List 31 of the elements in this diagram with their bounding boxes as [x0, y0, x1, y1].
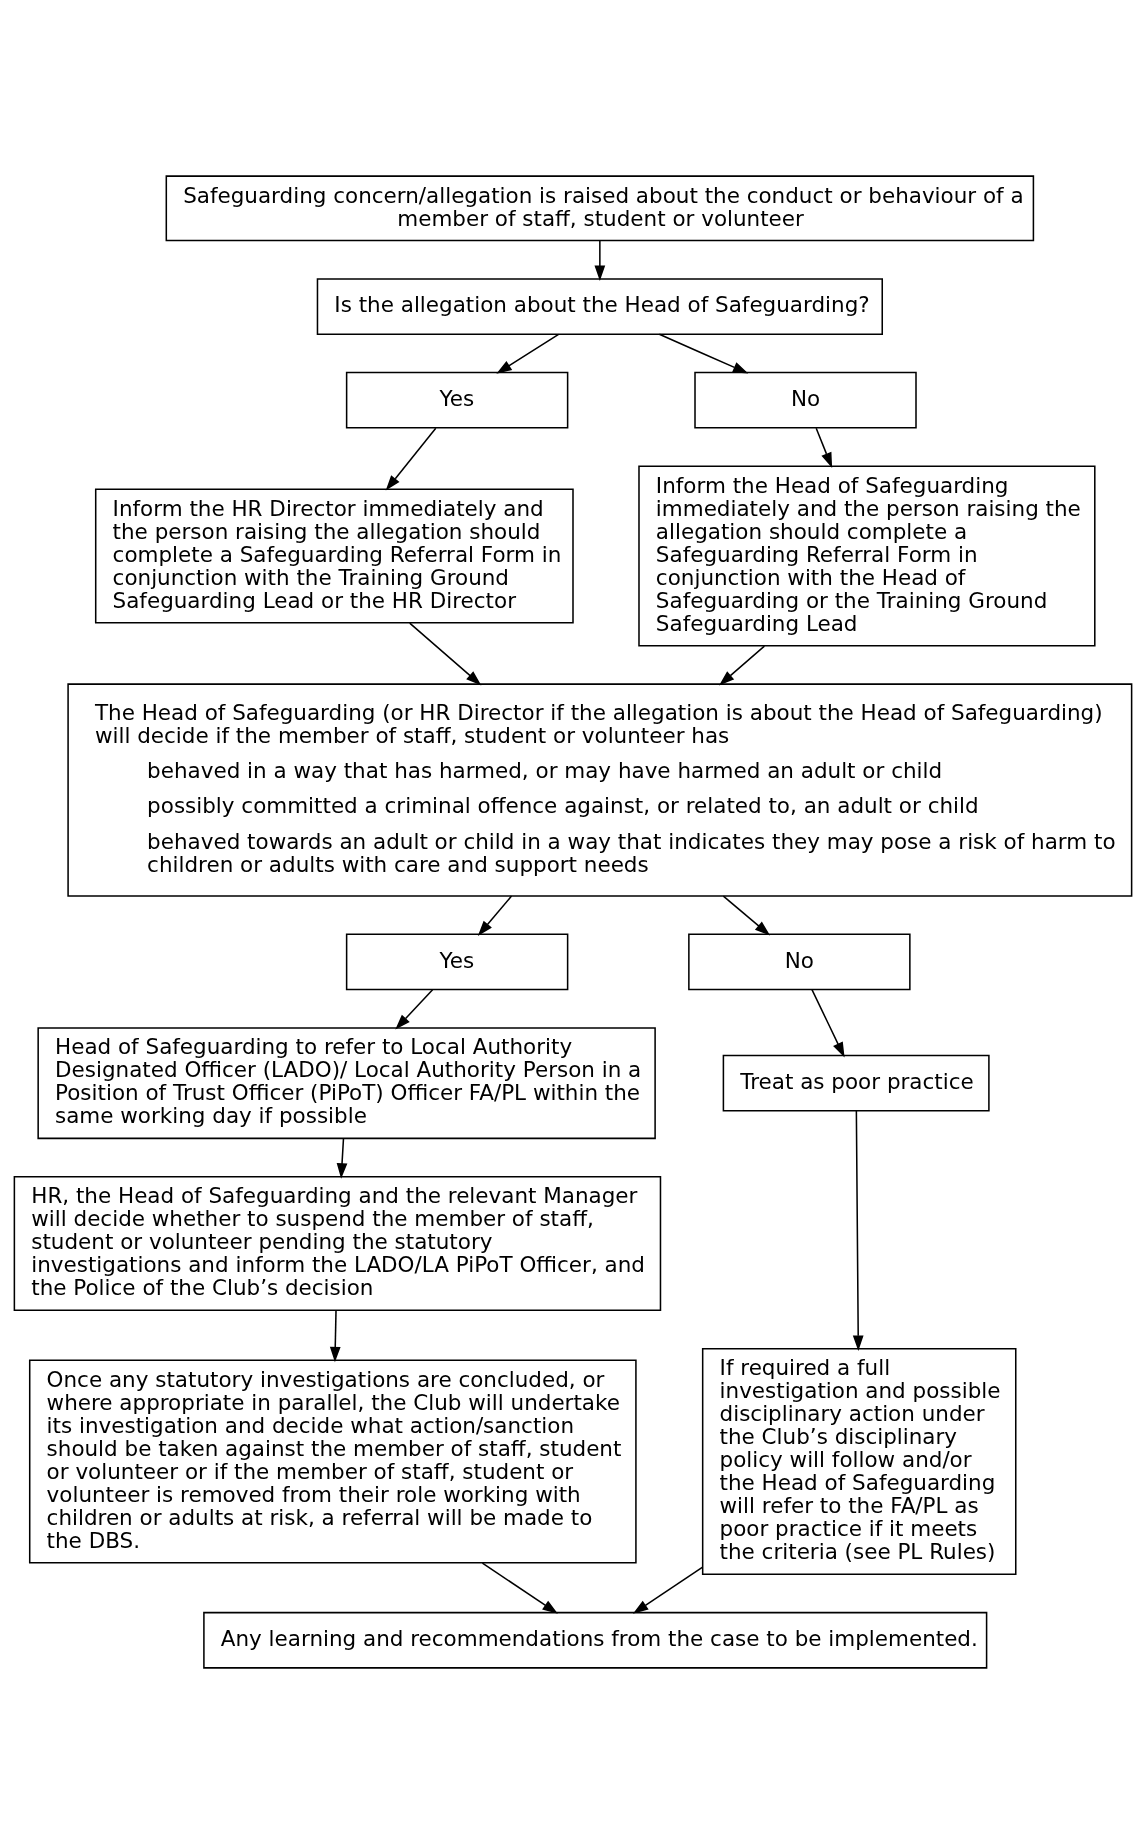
node-box: Once any statutory investigations are concluded, or where appropriate in parallel, the Club will undertake its investigation and decide what action/sanction should be taken against the member of staff, student or volunteer or if the member of staff, student or volunteer is removed from their role working with children or adults at risk, a referral will be made to the DBS. — [28, 1358, 637, 1563]
node-box: The Head of Safeguarding (or HR Director if the allegation is about the Head of Safeguarding) will decide if the member of staff, student or volunteer has behaved in a way that has harmed, or may have harmed an adult or child possibly committed a criminal offence against, or related to, an adult or child behaved towards an adult or child in a way that indicates they may pose a risk of harm to children or adults with care and support needs — [67, 682, 1133, 897]
node-box: Safeguarding concern/allegation is raised about the conduct or behaviour of a member of staff, student or volunteer — [165, 174, 1035, 241]
node-box: Inform the HR Director immediately and the person raising the allegation should complete a Safeguarding Referral Form in conjunction with the Training Ground Safeguarding Lead or the HR Director — [94, 487, 574, 623]
node-box: Treat as poor practice — [722, 1054, 990, 1112]
arrow — [336, 1137, 348, 1179]
arrow — [722, 894, 771, 936]
node-box: Inform the Head of Safeguarding immediately and the person raising the allegation should complete a Safeguarding Referral Form in conjunction with the Head of Safeguarding or the Training Ground Safeguarding Lead — [638, 464, 1096, 647]
node-box: HR, the Head of Safeguarding and the relevant Manager will decide whether to suspend the member of staff, student or volunteer pending the statutory investigations and inform the LADO/LA PiPoT Officer, and the Police of the Club’s decision — [13, 1175, 662, 1311]
node-box: Yes — [345, 371, 569, 429]
node-box: No — [688, 933, 911, 990]
arrow — [385, 427, 437, 491]
arrow — [477, 894, 513, 936]
arrow — [496, 333, 560, 374]
node-box: Is the allegation about the Head of Safeguarding? — [316, 277, 883, 335]
arrow — [594, 239, 606, 281]
node-box: Head of Safeguarding to refer to Local Authority Designated Officer (LADO)/ Local Authority Person in a Position of Trust Officer (PiPoT) Officer FA/PL within the same working day if possible — [37, 1026, 656, 1139]
arrow — [481, 1561, 558, 1614]
arrow — [395, 988, 434, 1030]
node-box: If required a full investigation and possible disciplinary action under the Club’s disciplinary policy will follow and/or the Head of Safeguarding will refer to the FA/PL as poor practice if it meets the criteria (see PL Rules) — [701, 1347, 1017, 1575]
node-box: Any learning and recommendations from the case to be implemented. — [203, 1611, 988, 1669]
arrow — [811, 988, 845, 1058]
node-box: Yes — [345, 933, 569, 990]
arrow — [658, 333, 749, 373]
arrow — [408, 621, 482, 685]
arrow — [852, 1109, 864, 1351]
arrow — [719, 644, 766, 685]
node-box: No — [694, 371, 917, 429]
arrow — [632, 1565, 704, 1614]
arrow — [815, 427, 833, 468]
arrow — [329, 1309, 341, 1362]
